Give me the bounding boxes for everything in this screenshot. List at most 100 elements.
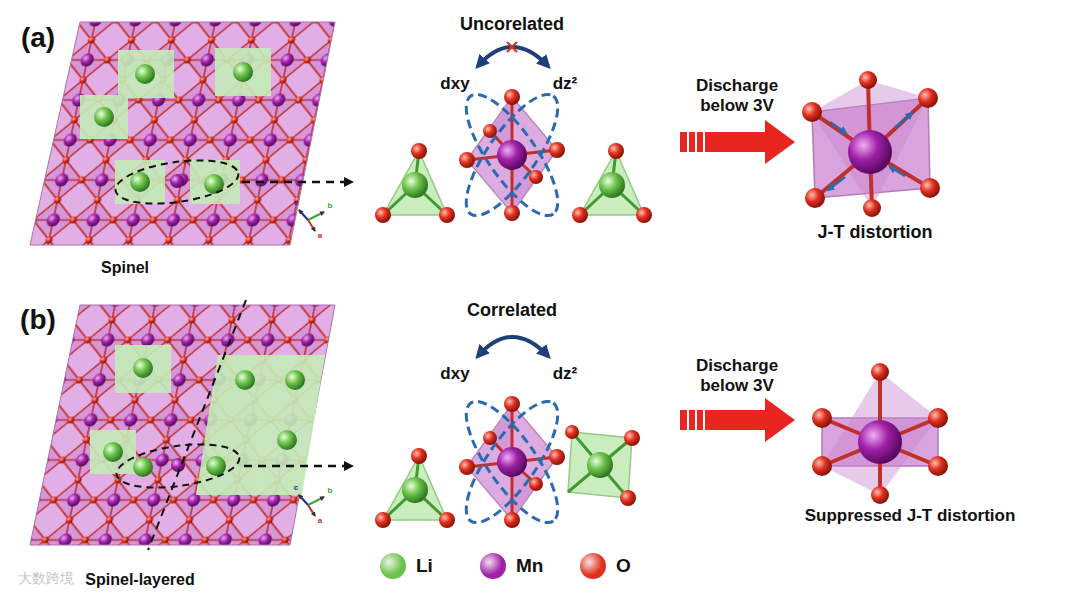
drawing-part [830, 122, 846, 133]
spinel-layered-lattice [30, 300, 352, 550]
drawing-part [90, 345, 325, 495]
drawing-part [568, 432, 632, 498]
drawing-part [375, 143, 455, 223]
drawing-part [620, 490, 636, 506]
drawing-part [299, 495, 324, 516]
drawing-part [30, 305, 335, 545]
arrow-label: Discharge below 3V [682, 76, 792, 115]
drawing-part [196, 355, 325, 495]
drawing-part [235, 370, 255, 390]
legend-swatch [380, 553, 406, 579]
structure-caption: Suppressed J-T distortion [805, 506, 1016, 526]
structure-label: Spinel-layered [85, 571, 194, 589]
jt-octahedron [802, 71, 940, 217]
drawing-part [133, 457, 153, 477]
orbital-label: dz² [553, 74, 578, 94]
drawing-part [103, 442, 123, 462]
drawing-part [805, 188, 825, 208]
drawing-part [135, 64, 155, 84]
drawing-part [277, 430, 297, 450]
regular-octahedron [812, 363, 948, 504]
drawing-part [928, 408, 948, 428]
drawing-part [242, 181, 352, 184]
drawing-part [848, 130, 892, 174]
spinel-lattice [30, 22, 352, 245]
drawing-part [299, 210, 324, 231]
legend-item: Mn [480, 553, 580, 579]
legend-swatch [480, 553, 506, 579]
drawing-part [90, 430, 136, 474]
drawing-part [822, 372, 938, 495]
drawing-part [459, 89, 565, 221]
legend: Li Mn O [380, 552, 680, 580]
drawing-part [565, 425, 579, 439]
drawing-part [858, 420, 902, 464]
drawing-part [812, 80, 928, 208]
correlation-label: Correlated [467, 300, 557, 321]
axis-label: c [294, 483, 298, 492]
local-structure-a [375, 42, 652, 228]
structure-label: Spinel [101, 259, 149, 277]
drawing-part [572, 143, 652, 223]
drawing-part [80, 48, 271, 204]
drawing-part [94, 107, 114, 127]
drawing-part [375, 448, 455, 528]
axis-label: a [318, 516, 322, 525]
drawing-part [118, 50, 174, 98]
drawing-part [507, 42, 517, 52]
drawing-part [828, 177, 845, 190]
drawing-part [624, 430, 640, 446]
drawing-part [863, 199, 881, 217]
legend-item: Li [380, 553, 480, 579]
drawing-part [451, 389, 573, 534]
legend-item: O [580, 553, 680, 579]
legend-text: O [616, 555, 631, 577]
drawing-part [244, 465, 352, 468]
drawing-part [233, 62, 253, 82]
drawing-part [130, 172, 150, 192]
drawing-part [507, 42, 517, 52]
panel-letter: (a) [21, 22, 55, 54]
drawing-part [478, 337, 548, 356]
correlation-label: Uncorelated [460, 14, 564, 35]
drawing-part [812, 80, 930, 208]
drawing-part [859, 71, 877, 89]
arrow-label: Discharge below 3V [682, 356, 792, 395]
discharge-arrow [680, 120, 795, 164]
legend-text: Li [416, 555, 433, 577]
drawing-part [822, 372, 938, 495]
structure-caption: J-T distortion [818, 222, 933, 243]
axis-label: a [318, 231, 322, 240]
drawing-part [285, 370, 305, 390]
local-structure-b [375, 337, 640, 535]
legend-swatch [580, 553, 606, 579]
drawing-part [148, 300, 246, 550]
orbital-label: dxy [440, 364, 469, 384]
drawing-part [871, 486, 889, 504]
drawing-part [802, 102, 822, 122]
drawing-part [871, 363, 889, 381]
drawing-part [115, 345, 171, 393]
drawing-part [920, 178, 940, 198]
orbital-label: dxy [440, 74, 469, 94]
drawing-part [812, 456, 832, 476]
orbital-label: dz² [553, 364, 578, 384]
drawing-part [451, 389, 573, 534]
drawing-part [928, 456, 948, 476]
watermark: 大数跨境 [18, 570, 74, 586]
drawing-part [890, 167, 905, 176]
drawing-part [507, 42, 517, 52]
drawing-part [451, 82, 573, 227]
axis-label: b [328, 201, 333, 210]
drawing-part [114, 438, 242, 495]
drawing-part [568, 432, 632, 498]
drawing-part [215, 48, 271, 96]
drawing-part [895, 113, 912, 128]
drawing-part [451, 82, 573, 227]
axis-label: b [328, 486, 333, 495]
drawing-part [459, 396, 565, 528]
drawing-part [133, 358, 153, 378]
drawing-part [478, 47, 548, 66]
drawing-part [587, 452, 613, 478]
